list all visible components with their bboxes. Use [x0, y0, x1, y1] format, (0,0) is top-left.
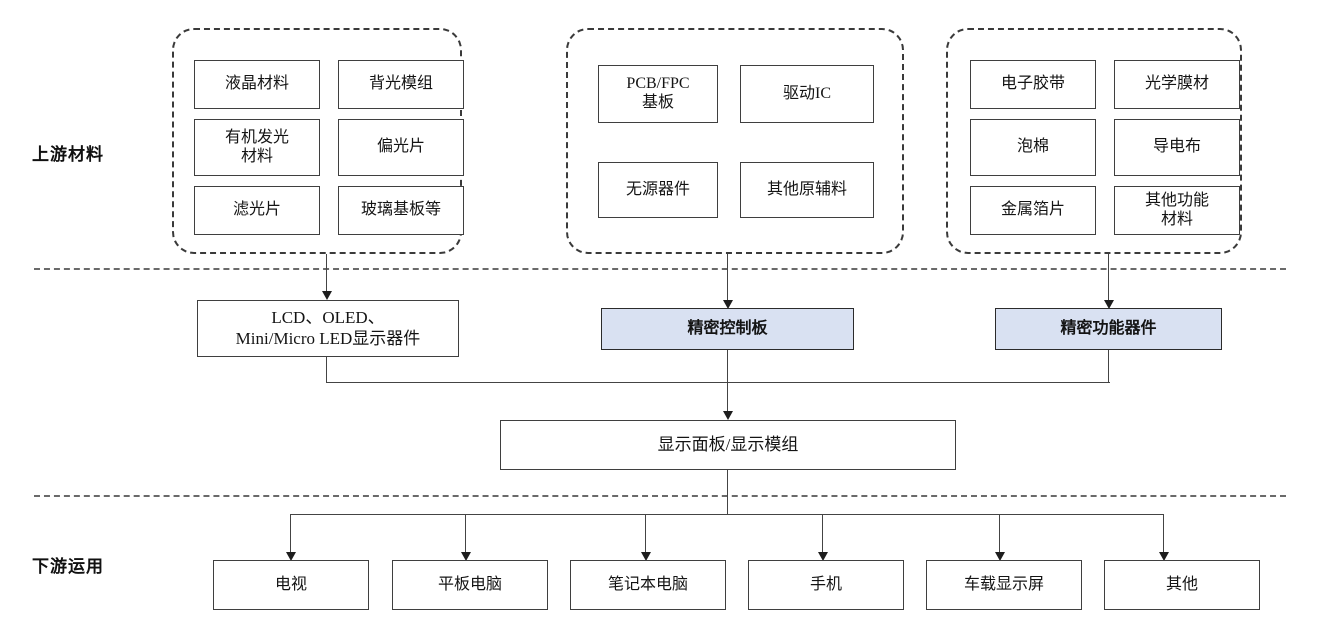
- downstream-label: 笔记本电脑: [607, 575, 688, 593]
- material-label: 电子胶带: [1000, 75, 1065, 93]
- node-label: 显示面板/显示模组: [657, 434, 799, 454]
- material-label-line2: 材料: [1160, 210, 1193, 228]
- connector-bus-to-panel-module: [727, 382, 729, 413]
- material-box-other-raw-materials[interactable]: 其他原辅料: [740, 162, 874, 218]
- material-label: 液晶材料: [224, 75, 289, 93]
- material-label-line1: 其他功能: [1144, 191, 1209, 209]
- arrow-icon-to-control-board: [723, 300, 733, 309]
- material-label: 偏光片: [376, 138, 425, 156]
- material-label: 泡棉: [1016, 138, 1049, 156]
- arrow-icon-to-automotive-display: [995, 552, 1005, 561]
- bus-horizontal-midstream: [326, 382, 1110, 384]
- material-label: 导电布: [1152, 138, 1201, 156]
- material-box-color-filter[interactable]: 滤光片: [194, 186, 320, 235]
- tier-label-downstream: 下游运用: [32, 557, 104, 576]
- material-label-line2: 基板: [641, 94, 674, 111]
- material-box-backlight-module[interactable]: 背光模组: [338, 60, 464, 109]
- divider-midstream-downstream: [34, 495, 1286, 497]
- bus-drop-phone: [822, 514, 824, 554]
- downstream-box-other[interactable]: 其他: [1104, 560, 1260, 610]
- connector-group2-to-control-board: [727, 254, 729, 302]
- bus-drop-other: [1163, 514, 1165, 554]
- node-precision-functional-device[interactable]: 精密功能器件: [995, 308, 1222, 350]
- material-box-driver-ic[interactable]: 驱动IC: [740, 65, 874, 123]
- material-label-line1: 有机发光: [224, 128, 289, 146]
- downstream-label: 电视: [274, 575, 307, 593]
- bus-drop-laptop: [645, 514, 647, 554]
- downstream-box-tablet[interactable]: 平板电脑: [392, 560, 548, 610]
- material-label-line2: 材料: [240, 147, 273, 165]
- downstream-box-automotive-display[interactable]: 车载显示屏: [926, 560, 1082, 610]
- arrow-icon-to-tv: [286, 552, 296, 561]
- downstream-label: 平板电脑: [437, 575, 502, 593]
- downstream-box-laptop[interactable]: 笔记本电脑: [570, 560, 726, 610]
- arrow-icon-to-functional-device: [1104, 300, 1114, 309]
- downstream-label: 手机: [809, 575, 842, 593]
- arrow-icon-to-panel-module: [723, 411, 733, 420]
- bus-drop-functional-device: [1108, 350, 1110, 383]
- connector-group3-to-functional-device: [1108, 254, 1110, 302]
- material-box-foam[interactable]: 泡棉: [970, 119, 1096, 176]
- downstream-box-tv[interactable]: 电视: [213, 560, 369, 610]
- material-box-pcb-fpc-substrate[interactable]: PCB/FPC 基板: [598, 65, 718, 123]
- node-label: 精密功能器件: [1060, 319, 1157, 337]
- material-label: 滤光片: [232, 201, 281, 219]
- bus-drop-tablet: [465, 514, 467, 554]
- arrow-icon-to-tablet: [461, 552, 471, 561]
- material-box-polarizer[interactable]: 偏光片: [338, 119, 464, 176]
- material-label: 玻璃基板等: [360, 201, 441, 219]
- arrow-icon-to-display-device: [322, 291, 332, 300]
- node-display-device[interactable]: LCD、OLED、 Mini/Micro LED显示器件: [197, 300, 459, 357]
- group-functional-materials: [946, 28, 1242, 254]
- downstream-label: 车载显示屏: [963, 575, 1044, 593]
- material-box-passive-component[interactable]: 无源器件: [598, 162, 718, 218]
- bus-drop-display-device: [326, 357, 328, 383]
- arrow-icon-to-other: [1159, 552, 1169, 561]
- node-label-line2: Mini/Micro LED显示器件: [235, 328, 421, 348]
- material-label: 光学膜材: [1144, 75, 1209, 93]
- divider-upstream-midstream: [34, 268, 1286, 270]
- material-label: 驱动IC: [782, 84, 831, 102]
- bus-horizontal-downstream: [290, 514, 1164, 516]
- material-box-conductive-cloth[interactable]: 导电布: [1114, 119, 1240, 176]
- arrow-icon-to-laptop: [641, 552, 651, 561]
- node-panel-module[interactable]: 显示面板/显示模组: [500, 420, 956, 470]
- bus-drop-tv: [290, 514, 292, 554]
- material-label: 背光模组: [368, 75, 433, 93]
- group-control-board-materials: [566, 28, 904, 254]
- material-label: 无源器件: [625, 180, 690, 198]
- tier-label-upstream: 上游材料: [32, 145, 104, 164]
- arrow-icon-to-phone: [818, 552, 828, 561]
- material-label: 金属箔片: [1000, 201, 1065, 219]
- bus-drop-control-board: [727, 350, 729, 383]
- material-box-electronic-tape[interactable]: 电子胶带: [970, 60, 1096, 109]
- material-box-oled-material[interactable]: 有机发光 材料: [194, 119, 320, 176]
- material-box-metal-foil[interactable]: 金属箔片: [970, 186, 1096, 235]
- material-box-glass-substrate[interactable]: 玻璃基板等: [338, 186, 464, 235]
- material-box-other-functional-materials[interactable]: 其他功能 材料: [1114, 186, 1240, 235]
- connector-panel-to-downstream-bus: [727, 470, 729, 515]
- node-label-line1: LCD、OLED、: [271, 308, 385, 328]
- connector-group1-to-display-device: [326, 254, 328, 293]
- downstream-box-phone[interactable]: 手机: [748, 560, 904, 610]
- downstream-label: 其他: [1165, 575, 1198, 593]
- bus-drop-automotive-display: [999, 514, 1001, 554]
- material-box-optical-film[interactable]: 光学膜材: [1114, 60, 1240, 109]
- material-box-liquid-crystal[interactable]: 液晶材料: [194, 60, 320, 109]
- material-label-line1: PCB/FPC: [626, 75, 690, 93]
- material-label: 其他原辅料: [766, 180, 847, 198]
- node-label: 精密控制板: [687, 319, 768, 337]
- node-precision-control-board[interactable]: 精密控制板: [601, 308, 854, 350]
